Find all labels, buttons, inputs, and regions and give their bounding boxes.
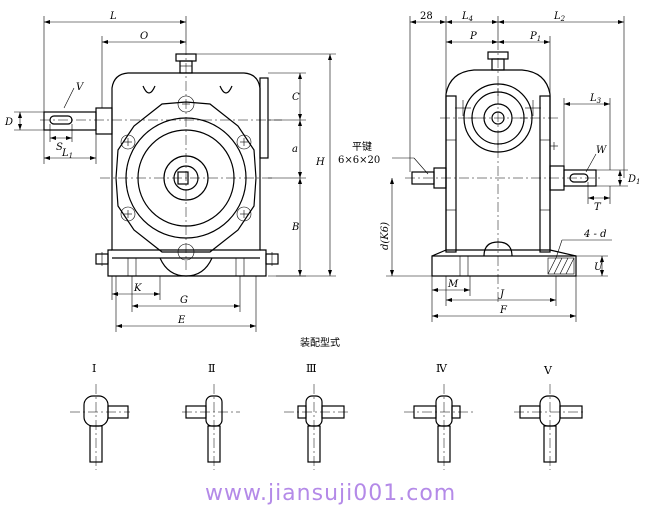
side-output-key <box>569 173 589 183</box>
dim-W: W <box>596 145 607 156</box>
assembly-type-1: Ⅰ <box>70 362 130 470</box>
dim-P1: P1 <box>529 31 541 43</box>
dim-B: B <box>291 222 299 233</box>
dim-L3: L3 <box>589 93 602 105</box>
input-shaft-boss <box>95 107 113 135</box>
dim-D: D <box>4 117 13 128</box>
assembly-type-5-label: Ⅴ <box>543 364 553 377</box>
assembly-section: 装配型式 Ⅰ Ⅱ Ⅲ <box>70 336 584 470</box>
dim-C: C <box>292 92 300 103</box>
dim-M: M <box>447 279 459 290</box>
dim-T: T <box>594 202 602 213</box>
dim-E: E <box>177 315 186 326</box>
side-view: 28 L4 L2 P P1 L3 W D1 T 平键 6×6×20 d(K6) … <box>338 11 641 322</box>
input-key <box>49 115 73 125</box>
dim-O: O <box>140 31 148 42</box>
dim-L2: L2 <box>553 11 566 23</box>
right-flange <box>539 95 551 253</box>
assembly-type-2-label: Ⅱ <box>208 362 215 375</box>
dim-4-d: 4 - d <box>583 229 607 240</box>
dim-S: S <box>56 142 63 153</box>
output-bore <box>173 165 199 191</box>
dim-dK6: d(K6) <box>380 222 391 250</box>
front-view: L O V D S L1 C a H B K G E <box>4 11 336 332</box>
input-shaft <box>43 111 97 131</box>
side-base <box>431 255 577 277</box>
assembly-type-5: Ⅴ <box>514 364 584 470</box>
dim-a: a <box>292 144 298 155</box>
assembly-type-4: Ⅳ <box>404 362 474 470</box>
dim-28: 28 <box>420 11 433 22</box>
dim-G: G <box>180 295 188 306</box>
breather-neck <box>179 60 193 74</box>
side-output-shaft <box>563 169 597 187</box>
dim-P: P <box>469 31 477 42</box>
dim-L4: L4 <box>461 11 473 23</box>
dim-K: K <box>133 283 142 294</box>
dim-L1: L1 <box>61 148 73 160</box>
left-flange <box>445 95 457 253</box>
assembly-type-3: Ⅲ <box>284 362 350 470</box>
dim-U: U <box>594 262 603 273</box>
worm-housing-circle <box>463 83 533 153</box>
dim-V: V <box>76 82 85 93</box>
dim-J: J <box>498 289 505 300</box>
assembly-title: 装配型式 <box>300 336 340 349</box>
dim-H: H <box>315 157 325 168</box>
dim-F: F <box>499 305 508 316</box>
dim-D1: D1 <box>627 174 641 186</box>
assembly-type-3-label: Ⅲ <box>306 362 317 375</box>
bearing-ring-outer <box>125 117 247 239</box>
key-size: 6×6×20 <box>338 155 380 166</box>
key-label: 平键 <box>352 140 372 153</box>
assembly-type-4-label: Ⅳ <box>436 362 448 375</box>
side-input-shaft <box>411 171 435 185</box>
watermark: www.jiansuji001.com <box>205 481 456 506</box>
assembly-type-1-label: Ⅰ <box>92 362 96 375</box>
housing-base <box>107 249 267 277</box>
assembly-type-2: Ⅱ <box>182 362 240 470</box>
dim-L: L <box>109 11 117 22</box>
